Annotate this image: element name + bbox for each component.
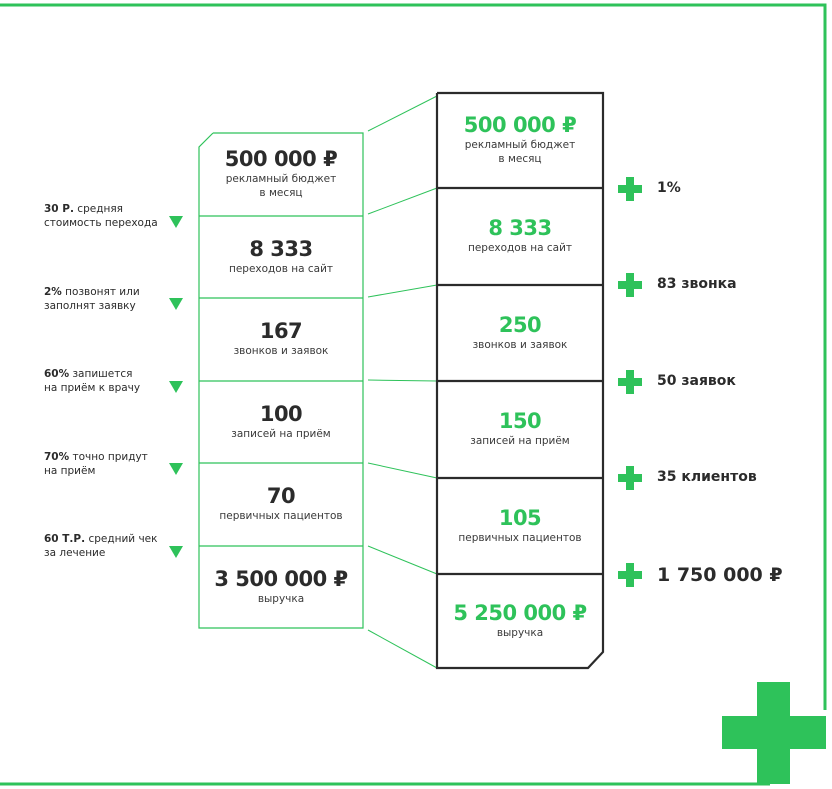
right-visits-label: переходов на сайт xyxy=(467,242,573,255)
gain-requests: 50 заявок xyxy=(657,373,736,389)
left-cell-visits: 8 333 переходов на сайт xyxy=(199,216,363,298)
gain-calls: 83 звонка xyxy=(657,276,737,292)
right-funnel-outline xyxy=(435,91,605,670)
left-cell-calls: 167 звонков и заявок xyxy=(199,298,363,381)
right-appointments-value: 150 xyxy=(498,409,542,434)
plus-icon xyxy=(618,466,642,490)
right-revenue-value: 5 250 000 ₽ xyxy=(453,600,587,625)
corner-plus-icon xyxy=(722,682,826,784)
right-cell-appointments: 150 записей на приём xyxy=(437,381,603,478)
step-note-avg-check: 60 Т.Р. средний чек за лечение xyxy=(44,532,164,560)
plus-icon xyxy=(618,370,642,394)
down-triangle-icon xyxy=(169,216,183,228)
step-note-cost-per-click: 30 Р. средняя стоимость перехода xyxy=(44,202,164,230)
right-cell-visits: 8 333 переходов на сайт xyxy=(437,188,603,285)
step-note-text: средний чек за лечение xyxy=(44,533,158,560)
left-calls-label: звонков и заявок xyxy=(233,345,329,358)
step-note-bold: 60% xyxy=(44,368,70,380)
left-cell-appointments: 100 записей на приём xyxy=(199,381,363,463)
step-note-text: точно придут на приём xyxy=(44,451,148,478)
left-visits-label: переходов на сайт xyxy=(228,262,334,275)
right-patients-label: первичных пациентов xyxy=(458,531,582,544)
step-note-text: средняя стоимость перехода xyxy=(44,203,158,230)
right-budget-label: рекламный бюджет в месяц xyxy=(464,139,576,166)
left-appointments-value: 100 xyxy=(259,401,303,426)
right-calls-label: звонков и заявок xyxy=(472,338,568,351)
left-cell-patients: 70 первичных пациентов xyxy=(199,463,363,546)
gain-clients: 35 клиентов xyxy=(657,469,757,485)
step-note-show-rate: 70% точно придут на приём xyxy=(44,450,164,478)
left-patients-label: первичных пациентов xyxy=(219,510,343,523)
step-note-text: запишется на приём к врачу xyxy=(44,368,141,395)
down-triangle-icon xyxy=(169,381,183,393)
connector-lines xyxy=(367,95,438,669)
right-calls-value: 250 xyxy=(498,312,542,337)
right-budget-value: 500 000 ₽ xyxy=(463,113,577,138)
down-triangle-icon xyxy=(169,463,183,475)
left-revenue-label: выручка xyxy=(257,592,305,605)
right-cell-revenue: 5 250 000 ₽ выручка xyxy=(437,574,603,668)
left-budget-value: 500 000 ₽ xyxy=(224,147,338,172)
step-note-bold: 2% xyxy=(44,286,62,298)
gain-revenue: 1 750 000 ₽ xyxy=(657,564,783,586)
step-note-bold: 70% xyxy=(44,451,70,463)
right-revenue-label: выручка xyxy=(496,626,544,639)
plus-icon xyxy=(618,177,642,201)
left-cell-revenue: 3 500 000 ₽ выручка xyxy=(199,546,363,628)
step-note-booking-rate: 60% запишется на приём к врачу xyxy=(44,367,164,395)
left-cell-budget: 500 000 ₽ рекламный бюджет в месяц xyxy=(199,133,363,216)
plus-icon xyxy=(618,273,642,297)
right-appointments-label: записей на приём xyxy=(470,435,570,448)
right-cell-patients: 105 первичных пациентов xyxy=(437,478,603,574)
step-note-call-rate: 2% позвонят или заполнят заявку xyxy=(44,285,164,313)
right-patients-value: 105 xyxy=(498,505,542,530)
step-note-text: позвонят или заполнят заявку xyxy=(44,286,140,313)
right-visits-value: 8 333 xyxy=(488,216,552,241)
right-cell-calls: 250 звонков и заявок xyxy=(437,285,603,381)
left-revenue-value: 3 500 000 ₽ xyxy=(214,566,348,591)
left-funnel-outline xyxy=(198,132,364,629)
down-triangle-icon xyxy=(169,298,183,310)
left-calls-value: 167 xyxy=(259,319,303,344)
plus-icon xyxy=(618,563,642,587)
step-note-bold: 60 Т.Р. xyxy=(44,533,86,545)
right-cell-budget: 500 000 ₽ рекламный бюджет в месяц xyxy=(437,93,603,188)
down-triangle-icon xyxy=(169,546,183,558)
step-note-bold: 30 Р. xyxy=(44,203,74,215)
left-visits-value: 8 333 xyxy=(249,236,313,261)
gain-conversion: 1% xyxy=(657,180,681,196)
left-patients-value: 70 xyxy=(266,484,296,509)
left-budget-label: рекламный бюджет в месяц xyxy=(225,173,337,200)
left-appointments-label: записей на приём xyxy=(231,427,331,440)
outer-frame xyxy=(0,3,827,710)
